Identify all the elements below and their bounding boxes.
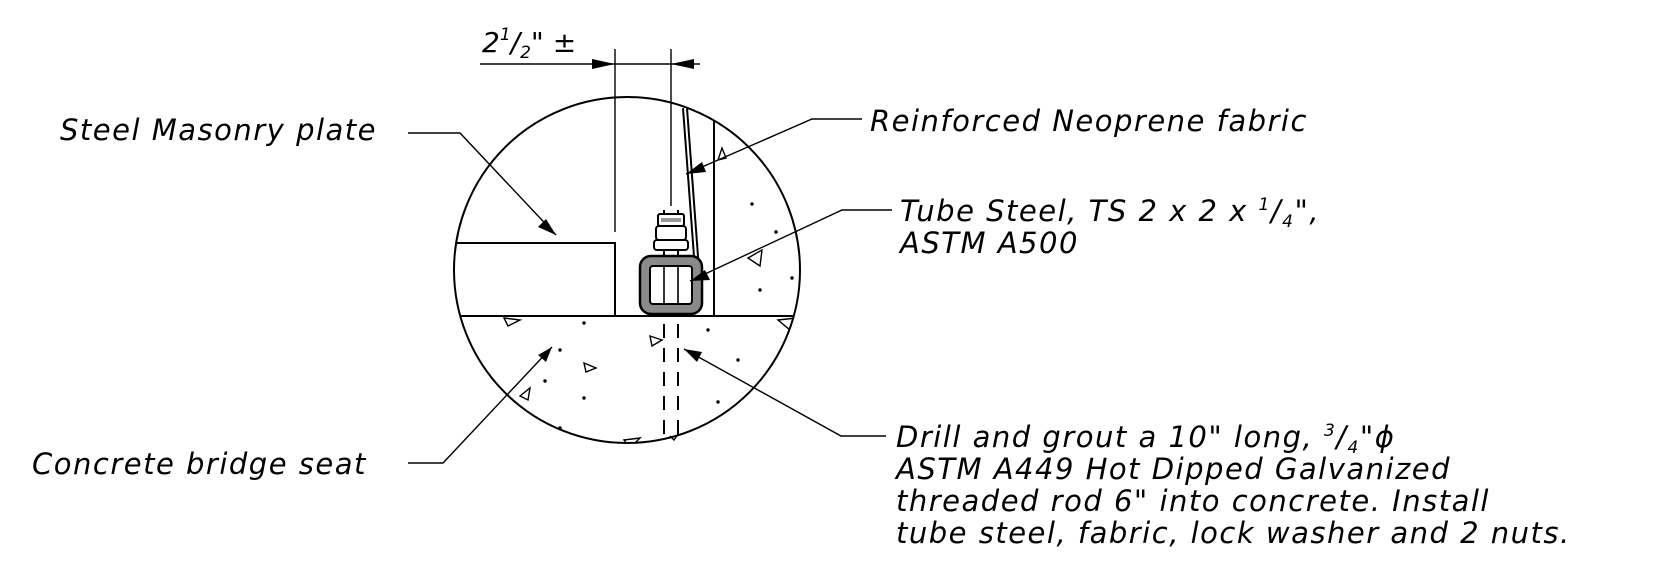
detail-contents — [454, 107, 800, 443]
label-drill-line4: tube steel, fabric, lock washer and 2 nu… — [896, 516, 1571, 550]
label-tube-steel-line2: ASTM A500 — [898, 226, 1079, 260]
concrete-aggregate — [502, 145, 800, 443]
label-drill-line3: threaded rod 6" into concrete. Install — [896, 484, 1490, 518]
dimension-group: 21/2" ± — [480, 25, 700, 232]
leader-bridge-seat — [408, 346, 553, 464]
label-tube-steel-line1: Tube Steel, TS 2 x 2 x 1/4", — [900, 194, 1320, 232]
leaders — [408, 118, 892, 464]
masonry-plate-outline — [454, 242, 616, 316]
label-drill-line1: Drill and grout a 10" long, 3/4"ϕ — [896, 420, 1395, 458]
leader-masonry-plate — [408, 132, 557, 236]
detail-circle — [453, 96, 801, 444]
leader-neoprene — [685, 118, 862, 175]
label-concrete-bridge-seat: Concrete bridge seat — [32, 447, 367, 481]
tube-steel — [638, 254, 704, 316]
leader-tube-steel — [689, 209, 892, 282]
label-steel-masonry-plate: Steel Masonry plate — [60, 113, 377, 147]
leader-drill — [683, 348, 886, 437]
dimension-value: 21/2" ± — [482, 25, 576, 63]
label-reinforced-neoprene-fabric: Reinforced Neoprene fabric — [870, 104, 1308, 138]
label-drill-line2: ASTM A449 Hot Dipped Galvanized — [894, 452, 1451, 486]
nuts — [653, 213, 689, 251]
